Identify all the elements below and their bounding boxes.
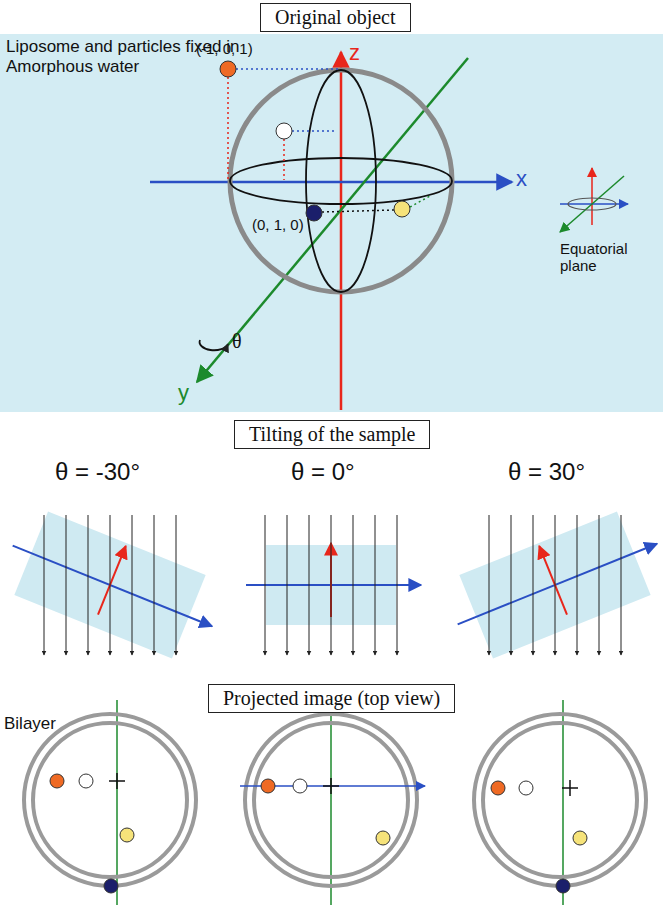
electron-beam — [44, 515, 45, 655]
navy-particle — [556, 879, 570, 893]
bilayer-outer — [24, 714, 196, 886]
orange-particle — [261, 779, 275, 793]
bilayer-inner — [254, 723, 408, 877]
bilayer-outer — [474, 714, 646, 886]
icon-y — [560, 176, 624, 232]
electron-beam — [176, 515, 177, 655]
section-header: Projected image (top view) — [208, 684, 455, 713]
white-particle — [79, 774, 93, 788]
section-header: Tilting of the sample — [234, 420, 430, 449]
shape — [0, 502, 663, 668]
sample-slab — [441, 502, 663, 666]
bilayer-outer — [245, 714, 417, 886]
y-axis — [197, 58, 468, 382]
y-axis — [116, 700, 118, 905]
electron-beam — [66, 515, 67, 655]
electron-beam — [287, 515, 288, 655]
orange-particle — [491, 781, 505, 795]
electron-beam — [511, 515, 512, 655]
guide — [283, 139, 285, 180]
electron-beam — [375, 515, 376, 655]
icon-x — [560, 203, 628, 205]
guide — [236, 68, 341, 70]
electron-beam — [110, 515, 111, 655]
liposome — [230, 70, 452, 292]
axis-label: y — [178, 380, 189, 405]
icon-plane — [568, 198, 616, 210]
electron-beam — [309, 515, 310, 655]
sample-slab — [246, 543, 421, 625]
electron-beam — [621, 515, 622, 655]
z-axis — [539, 546, 567, 615]
rotation-arrow — [200, 340, 228, 350]
navy-particle — [104, 879, 118, 893]
guide — [410, 196, 430, 207]
angle-label: θ = 30° — [508, 458, 585, 486]
axis-label: z — [349, 40, 360, 65]
white-particle — [276, 123, 292, 139]
electron-beam — [331, 515, 332, 655]
x-axis — [150, 181, 512, 184]
meridian — [306, 70, 376, 292]
bilayer-inner — [483, 723, 637, 877]
axis-label: x — [516, 166, 527, 191]
white-particle — [293, 779, 307, 793]
section-header: Original object — [260, 3, 411, 32]
angle-label: θ = 0° — [291, 458, 355, 486]
y-axis — [562, 700, 564, 905]
coordinate-label: (-1, 0, 1) — [196, 40, 253, 57]
slab — [14, 511, 205, 658]
center-cross — [109, 773, 125, 789]
electron-beam — [533, 515, 534, 655]
electron-beam — [397, 515, 398, 655]
shape — [24, 700, 646, 905]
slab — [459, 511, 650, 658]
x-axis — [13, 546, 212, 627]
electron-beam — [577, 515, 578, 655]
bilayer-inner — [33, 723, 187, 877]
angle-label: θ = -30° — [55, 458, 140, 486]
part-name: Bilayer — [4, 714, 56, 734]
y-axis — [330, 700, 332, 905]
header-text: Tilting of the sample — [249, 423, 415, 446]
orange-particle — [50, 774, 64, 788]
header-text: Projected image (top view) — [223, 687, 440, 710]
electron-beam — [599, 515, 600, 655]
header-text: Original object — [275, 6, 396, 29]
yellow-particle — [120, 828, 134, 842]
x-axis — [458, 544, 657, 625]
yellow-particle — [394, 201, 410, 217]
guide — [227, 77, 229, 180]
sample-slab — [0, 504, 229, 668]
electron-beam — [154, 515, 155, 655]
yellow-particle — [573, 831, 587, 845]
icon-z — [591, 168, 593, 225]
equator — [230, 158, 452, 204]
center-cross — [323, 778, 339, 794]
angle-label: θ — [232, 330, 242, 353]
water-panel — [0, 34, 663, 412]
orange-particle — [220, 61, 236, 77]
center-cross — [562, 780, 578, 796]
white-particle — [519, 781, 533, 795]
electron-beam — [88, 515, 89, 655]
x-axis — [246, 584, 421, 586]
coordinate-label: (0, 1, 0) — [252, 216, 304, 233]
icon-label: Equatorial plane — [560, 240, 650, 275]
electron-beam — [132, 515, 133, 655]
electron-beam — [353, 515, 354, 655]
navy-particle — [306, 205, 322, 221]
guide — [292, 130, 336, 132]
yellow-particle — [376, 831, 390, 845]
electron-beam — [489, 515, 490, 655]
z-axis — [340, 52, 343, 410]
electron-beam — [555, 515, 556, 655]
z-axis — [98, 546, 126, 615]
guide — [322, 210, 394, 212]
electron-beam — [265, 515, 266, 655]
